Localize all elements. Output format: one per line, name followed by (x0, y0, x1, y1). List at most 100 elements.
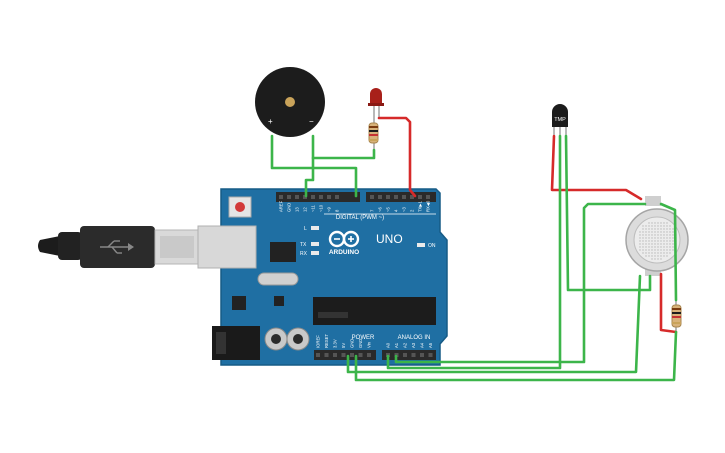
analog-pin-hole[interactable] (428, 353, 433, 357)
mesh-dot (669, 246, 671, 248)
mesh-dot (651, 255, 653, 257)
piezo-buzzer[interactable]: + − (255, 67, 325, 137)
mesh-dot (648, 252, 650, 254)
digital-pin-hole[interactable] (295, 195, 299, 199)
mesh-dot (663, 222, 665, 224)
mesh-dot (660, 249, 662, 251)
mesh-dot (648, 222, 650, 224)
mesh-dot (666, 249, 668, 251)
wire-gas-right[interactable] (659, 202, 678, 302)
wire-gnd[interactable] (304, 156, 315, 198)
digital-pin-hole[interactable] (279, 195, 283, 199)
mesh-dot (672, 237, 674, 239)
digital-header-left (276, 192, 360, 202)
digital-pin-hole[interactable] (319, 195, 323, 199)
mesh-dot (663, 228, 665, 230)
small-ic (232, 296, 246, 310)
gas-sensor[interactable] (625, 196, 689, 276)
mesh-dot (666, 234, 668, 236)
digital-pin-hole[interactable] (303, 195, 307, 199)
model-name: UNO (376, 232, 403, 246)
power-pin-hole[interactable] (350, 353, 354, 357)
mesh-dot (645, 237, 647, 239)
digital-pin-hole[interactable] (394, 195, 398, 199)
mesh-dot (645, 231, 647, 233)
digital-pin-hole[interactable] (386, 195, 390, 199)
mesh-dot (657, 255, 659, 257)
mesh-dot (648, 231, 650, 233)
power-pin-hole[interactable] (341, 353, 346, 357)
mesh-dot (663, 231, 665, 233)
mesh-dot (660, 237, 662, 239)
wire-tmp-gnd[interactable] (564, 134, 652, 292)
mesh-dot (669, 249, 671, 251)
mesh-dot (651, 225, 653, 227)
mesh-dot (657, 252, 659, 254)
mesh-dot (657, 234, 659, 236)
power-pin-hole[interactable] (358, 353, 363, 357)
digital-pin-hole[interactable] (378, 195, 382, 199)
analog-pin-label: A4 (420, 342, 425, 348)
power-pin-hole[interactable] (316, 353, 320, 357)
digital-pin-hole[interactable] (402, 195, 406, 199)
mesh-dot (666, 246, 668, 248)
analog-pin-label: A0 (386, 342, 391, 348)
analog-pin-label: A2 (403, 342, 408, 348)
power-pin-hole[interactable] (324, 353, 329, 357)
power-pin-hole[interactable] (367, 353, 371, 357)
analog-pin-hole[interactable] (403, 353, 407, 357)
digital-pin-hole[interactable] (327, 195, 331, 199)
usb-port (197, 225, 257, 269)
wire-gas-a1[interactable] (394, 202, 647, 364)
digital-pin-hole[interactable] (410, 195, 414, 199)
mesh-dot (666, 231, 668, 233)
mesh-dot (639, 243, 641, 245)
mesh-dot (663, 240, 665, 242)
temperature-sensor[interactable]: TMP (552, 104, 568, 136)
wire-gas-resistor[interactable] (659, 272, 678, 334)
digital-pin-hole[interactable] (335, 195, 339, 199)
digital-pin-label: ~3 (402, 207, 407, 212)
mesh-dot (666, 225, 668, 227)
wire-led-d2[interactable] (377, 116, 417, 198)
sensor-resistor[interactable] (671, 300, 682, 332)
wire-gnd-rail[interactable] (354, 330, 678, 382)
wire-5v[interactable] (346, 274, 642, 374)
power-pin-label: 3.3V (333, 339, 338, 348)
mesh-dot (654, 234, 656, 236)
digital-pin-hole[interactable] (287, 195, 291, 199)
digital-pin-label: ~9 (327, 207, 332, 212)
mesh-dot (651, 231, 653, 233)
buzzer-minus-label: − (309, 117, 314, 126)
mesh-dot (669, 228, 671, 230)
mesh-dot (639, 249, 641, 251)
mesh-dot (657, 231, 659, 233)
power-pin-hole[interactable] (333, 353, 337, 357)
on-label: ON (428, 243, 436, 249)
mesh-dot (657, 249, 659, 251)
digital-pin-hole[interactable] (370, 195, 374, 199)
analog-pin-hole[interactable] (411, 353, 416, 357)
digital-pin-hole[interactable] (426, 195, 430, 199)
led-resistor[interactable] (368, 114, 379, 150)
mesh-dot (669, 225, 671, 227)
mesh-dot (651, 252, 653, 254)
mesh-dot (651, 234, 653, 236)
usb-cable[interactable] (38, 226, 201, 268)
digital-pin-label: 2 (410, 209, 415, 212)
mesh-dot (639, 240, 641, 242)
mesh-dot (672, 231, 674, 233)
digital-pin-label: 4 (394, 209, 399, 212)
wire-tmp-a0[interactable] (386, 134, 562, 370)
analog-pin-hole[interactable] (420, 353, 424, 357)
digital-pin-hole[interactable] (311, 195, 315, 199)
red-led[interactable] (368, 88, 384, 118)
mesh-dot (648, 225, 650, 227)
wire-buzzer-negative[interactable] (311, 134, 376, 160)
digital-header-right (366, 192, 436, 202)
reset-button[interactable] (235, 202, 245, 212)
digital-pin-hole[interactable] (418, 195, 422, 199)
wire-tmp-vcc[interactable] (550, 134, 643, 201)
